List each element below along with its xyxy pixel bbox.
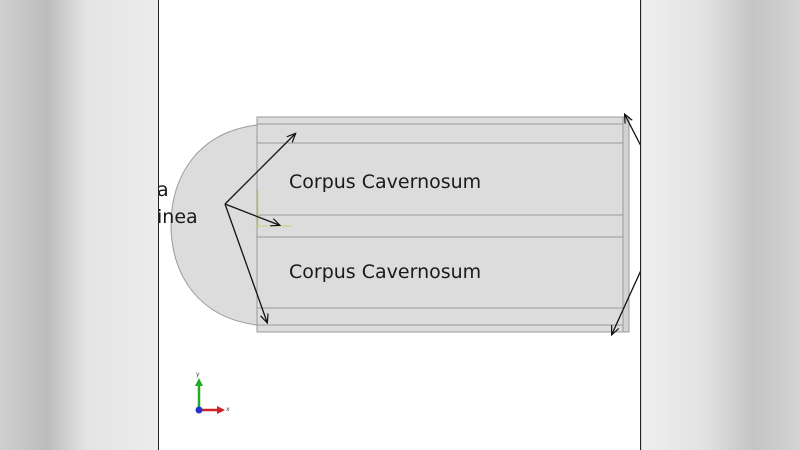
triad-x-label: x [226,406,230,413]
diagram-panel: y x Corpus Cavernosum Corpus Cavernosum … [158,0,641,450]
pointer-arrow [224,203,267,322]
label-corpus-cavernosum-top: Corpus Cavernosum [289,171,482,193]
label-cut-line-2: inea [158,206,198,228]
shaft-outline [256,116,630,333]
pointer-arrow [612,270,640,334]
pointer-arrow [224,203,279,225]
label-corpus-cavernosum-bottom: Corpus Cavernosum [289,261,482,283]
pointer-arrow [625,115,640,146]
right-blurred-background [642,0,800,450]
label-cut-line-1: a [158,179,169,201]
triad-y-label: y [196,371,200,378]
diagram-canvas: y x [170,0,640,414]
pointer-arrow [224,134,295,205]
coordinate-triad: y x [195,371,230,414]
left-blurred-background [0,0,158,450]
glans-shape [170,124,258,326]
